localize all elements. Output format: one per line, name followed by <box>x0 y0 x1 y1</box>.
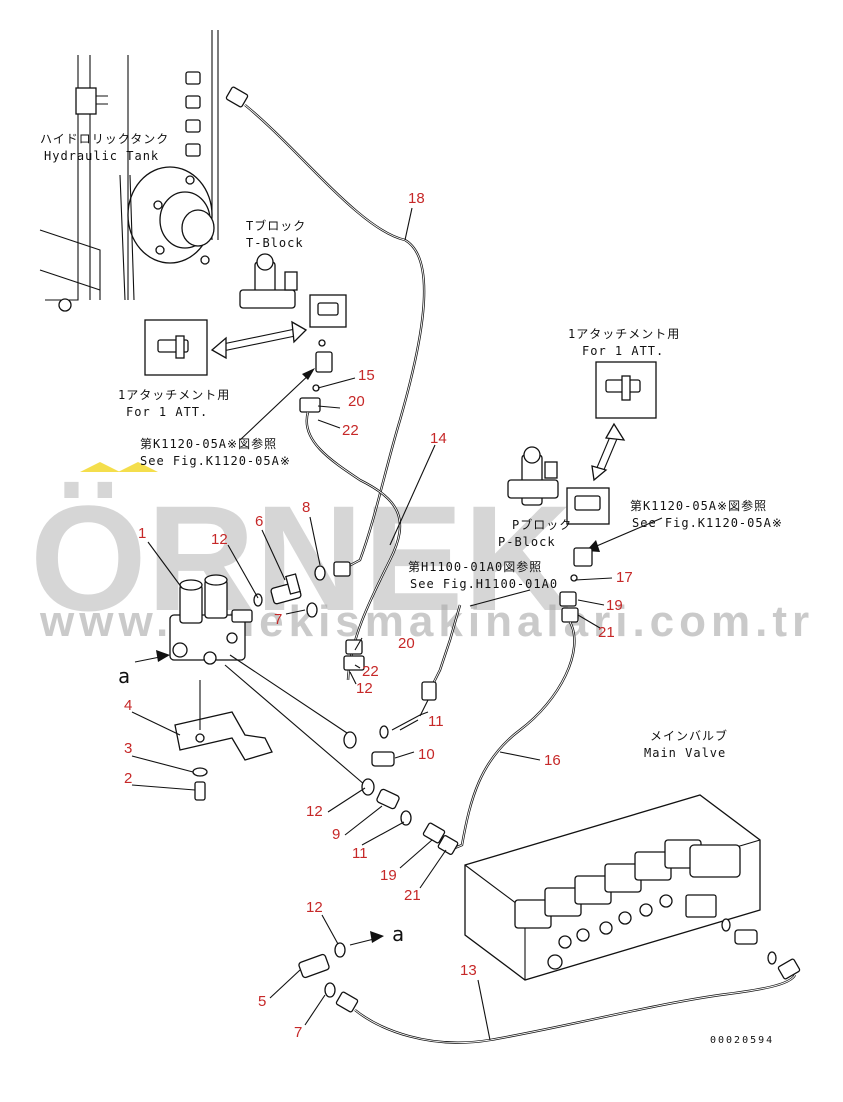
callout-21-right: 21 <box>598 624 615 641</box>
p-block-label-en: P-Block <box>498 535 556 549</box>
ref-right-label-en: See Fig.K1120-05A※ <box>632 516 783 530</box>
arrow-a-bottom: a <box>392 922 405 946</box>
watermark-url: www.ornekismakinalari.com.tr <box>39 597 814 646</box>
callout-1: 1 <box>138 525 146 542</box>
washer <box>192 767 208 777</box>
callout-22-mid: 22 <box>362 663 379 680</box>
callout-7-lower: 7 <box>294 1024 302 1041</box>
t-block-label-en: T-Block <box>246 236 304 250</box>
tank-label-jp: ハイドロリックタンク <box>40 132 169 146</box>
att-left-label-jp: 1アタッチメント用 <box>118 388 230 402</box>
hose-16 <box>422 591 579 855</box>
p-block <box>507 446 610 525</box>
att-left-label-en: For 1 ATT. <box>126 405 208 419</box>
callout-3: 3 <box>124 740 132 757</box>
callout-2: 2 <box>124 770 132 787</box>
callout-19-lower: 19 <box>380 867 397 884</box>
ref-left-label-jp: 第K1120-05A※図参照 <box>140 436 277 451</box>
drawing-number: 00020594 <box>710 1035 774 1046</box>
callout-9: 9 <box>332 826 340 843</box>
solenoid-valve-assembly <box>169 574 253 665</box>
bracket <box>174 680 273 761</box>
callout-15: 15 <box>358 367 375 384</box>
p-block-label-jp: Pブロック <box>512 517 572 532</box>
callout-22-top: 22 <box>342 422 359 439</box>
arrow-a-top: a <box>118 664 131 688</box>
callout-11-upper: 11 <box>428 713 444 730</box>
ref-mid-label-en: See Fig.H1100-01A0 <box>410 577 558 591</box>
watermark-brand: ÖRNEK <box>30 474 572 642</box>
ref-right-label-jp: 第K1120-05A※図参照 <box>630 498 767 513</box>
callout-13: 13 <box>460 962 477 979</box>
t-block-label-jp: Tブロック <box>246 218 306 233</box>
tank-label-en: Hydraulic Tank <box>44 149 159 163</box>
hose-18 <box>225 86 426 577</box>
hose-13 <box>335 951 801 1044</box>
callout-17: 17 <box>616 569 633 586</box>
callout-12-top: 12 <box>211 531 228 548</box>
callout-numbers: 1 2 3 4 5 6 7 7 8 9 10 11 11 12 12 12 12… <box>124 190 633 1041</box>
callout-20-top: 20 <box>348 393 365 410</box>
watermark-accent-right <box>118 462 158 472</box>
watermark-accent-left <box>80 462 120 472</box>
ref-mid-label-jp: 第H1100-01A0図参照 <box>408 559 542 574</box>
callout-14: 14 <box>430 430 447 447</box>
watermark: ÖRNEK www.ornekismakinalari.com.tr <box>30 462 814 646</box>
main-valve-label-jp: メインバルブ <box>650 728 728 743</box>
callout-19-right: 19 <box>606 597 623 614</box>
callout-8: 8 <box>302 499 310 516</box>
callout-11-lower: 11 <box>352 845 368 862</box>
callout-21-lower: 21 <box>404 887 421 904</box>
t-block <box>239 253 347 328</box>
leader-lines <box>131 207 613 1041</box>
callout-5: 5 <box>258 993 266 1010</box>
hydraulic-tank <box>39 30 219 312</box>
att-right-label-jp: 1アタッチメント用 <box>568 327 680 341</box>
callout-12-low: 12 <box>306 803 323 820</box>
callout-7-upper: 7 <box>274 611 282 628</box>
main-valve-label-en: Main Valve <box>644 746 726 760</box>
main-valve <box>464 794 761 981</box>
callout-18: 18 <box>408 190 425 207</box>
att-right-label-en: For 1 ATT. <box>582 344 664 358</box>
callout-20-mid: 20 <box>398 635 415 652</box>
bolt <box>194 781 206 801</box>
ref-left-label-en: See Fig.K1120-05A※ <box>140 454 291 468</box>
callout-4: 4 <box>124 697 132 714</box>
t-block-inset <box>309 294 347 328</box>
callout-12-mid: 12 <box>356 680 373 697</box>
callout-6: 6 <box>255 513 263 530</box>
callout-10: 10 <box>418 746 435 763</box>
callout-12-bottom: 12 <box>306 899 323 916</box>
callout-16: 16 <box>544 752 561 769</box>
tank-bracket <box>75 87 97 115</box>
double-arrow-left <box>217 327 301 346</box>
